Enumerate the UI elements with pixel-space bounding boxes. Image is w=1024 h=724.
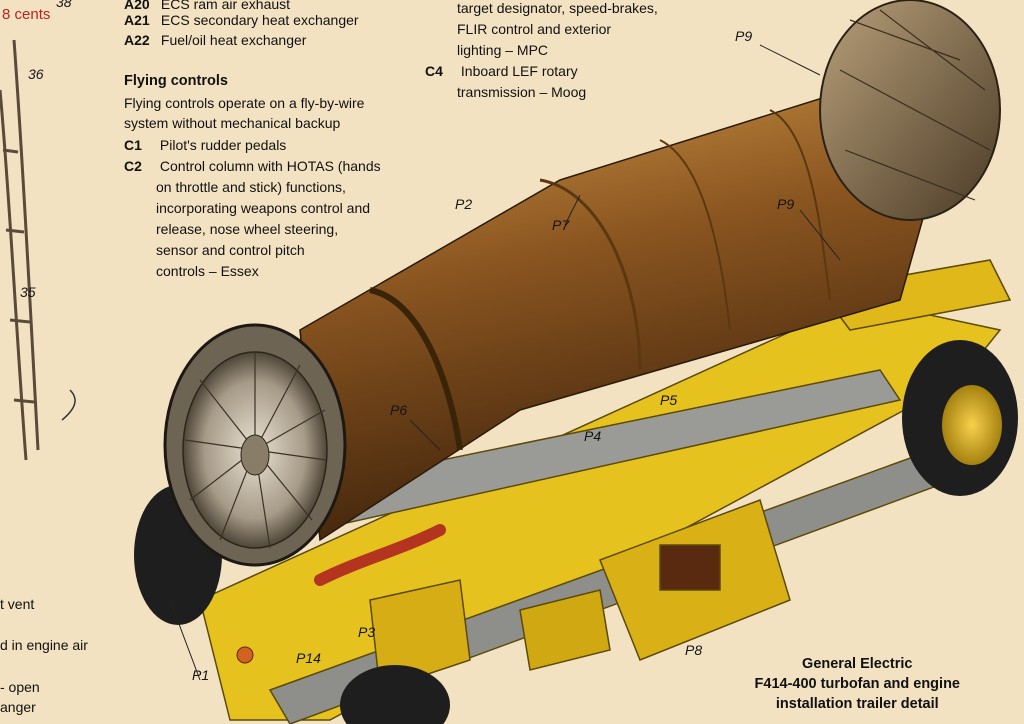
- item-continuation: lighting – MPC: [457, 42, 549, 58]
- item-text: Fuel/oil heat exchanger: [160, 32, 307, 48]
- engine-body: [299, 79, 946, 542]
- item-continuation: transmission – Moog: [457, 84, 587, 100]
- item-continuation: incorporating weapons control and: [156, 200, 371, 216]
- item-text: Control column with HOTAS (hands: [159, 158, 381, 174]
- label-p4: P4: [584, 428, 602, 444]
- item-text: Pilot's rudder pedals: [159, 137, 287, 153]
- text-fragment: - open: [0, 679, 40, 695]
- caption-line: F414-400 turbofan and engine: [754, 676, 960, 692]
- item-continuation: release, nose wheel steering,: [156, 221, 339, 237]
- section-heading: Flying controls: [124, 73, 228, 89]
- ladder: [0, 39, 40, 461]
- item-code: C2: [124, 158, 142, 174]
- exhaust-nozzle: [819, 0, 1001, 221]
- caption-line: installation trailer detail: [775, 696, 939, 712]
- item-text: Inboard LEF rotary: [460, 63, 578, 79]
- item-text: ECS secondary heat exchanger: [160, 12, 359, 28]
- item-text: ECS ram air exhaust: [160, 0, 291, 12]
- label-p1: P1: [192, 667, 210, 683]
- label-p9-right: P9: [777, 196, 795, 212]
- item-continuation: on throttle and stick) functions,: [156, 179, 346, 195]
- list-item: C4 Inboard LEF rotary: [425, 61, 578, 81]
- list-item: A22 Fuel/oil heat exchanger: [124, 30, 306, 50]
- item-continuation: controls – Essex: [156, 263, 259, 279]
- text-fragment: t vent: [0, 596, 35, 612]
- intro-line: system without mechanical backup: [124, 115, 341, 131]
- item-continuation: target designator, speed-brakes,: [457, 0, 658, 16]
- label-p14: P14: [296, 650, 321, 666]
- item-code: A22: [124, 32, 150, 48]
- label-p9-top: P9: [735, 28, 753, 44]
- item-code: C4: [425, 63, 443, 79]
- item-continuation: FLIR control and exterior: [457, 21, 612, 37]
- label-p7: P7: [552, 217, 570, 233]
- oil-pipe: [314, 524, 446, 586]
- item-continuation: sensor and control pitch: [156, 242, 305, 258]
- watermark-text: 8 cents: [2, 6, 51, 23]
- text-fragment: anger: [0, 699, 36, 715]
- label-p5: P5: [660, 392, 678, 408]
- list-item: C2 Control column with HOTAS (hands: [124, 156, 381, 176]
- text-fragment: d in engine air: [0, 637, 88, 653]
- label-p6: P6: [390, 402, 408, 418]
- label-35: 35: [20, 284, 36, 300]
- item-code: A21: [124, 12, 150, 28]
- intro-line: Flying controls operate on a fly-by-wire: [124, 95, 365, 111]
- list-item: C1 Pilot's rudder pedals: [124, 135, 286, 155]
- front-fan: [163, 323, 347, 567]
- item-code: A20: [124, 0, 150, 12]
- list-item: A20 ECS ram air exhaust: [124, 0, 290, 14]
- list-item: A21 ECS secondary heat exchanger: [124, 10, 359, 30]
- trailer: [148, 259, 1012, 724]
- item-code: C1: [124, 137, 142, 153]
- label-38: 38: [56, 0, 72, 10]
- label-p8: P8: [685, 642, 703, 658]
- caption-line: General Electric: [802, 656, 913, 672]
- label-36: 36: [28, 66, 44, 82]
- label-p2: P2: [455, 196, 473, 212]
- label-p3: P3: [358, 624, 376, 640]
- figure-caption: General Electric F414-400 turbofan and e…: [755, 654, 960, 714]
